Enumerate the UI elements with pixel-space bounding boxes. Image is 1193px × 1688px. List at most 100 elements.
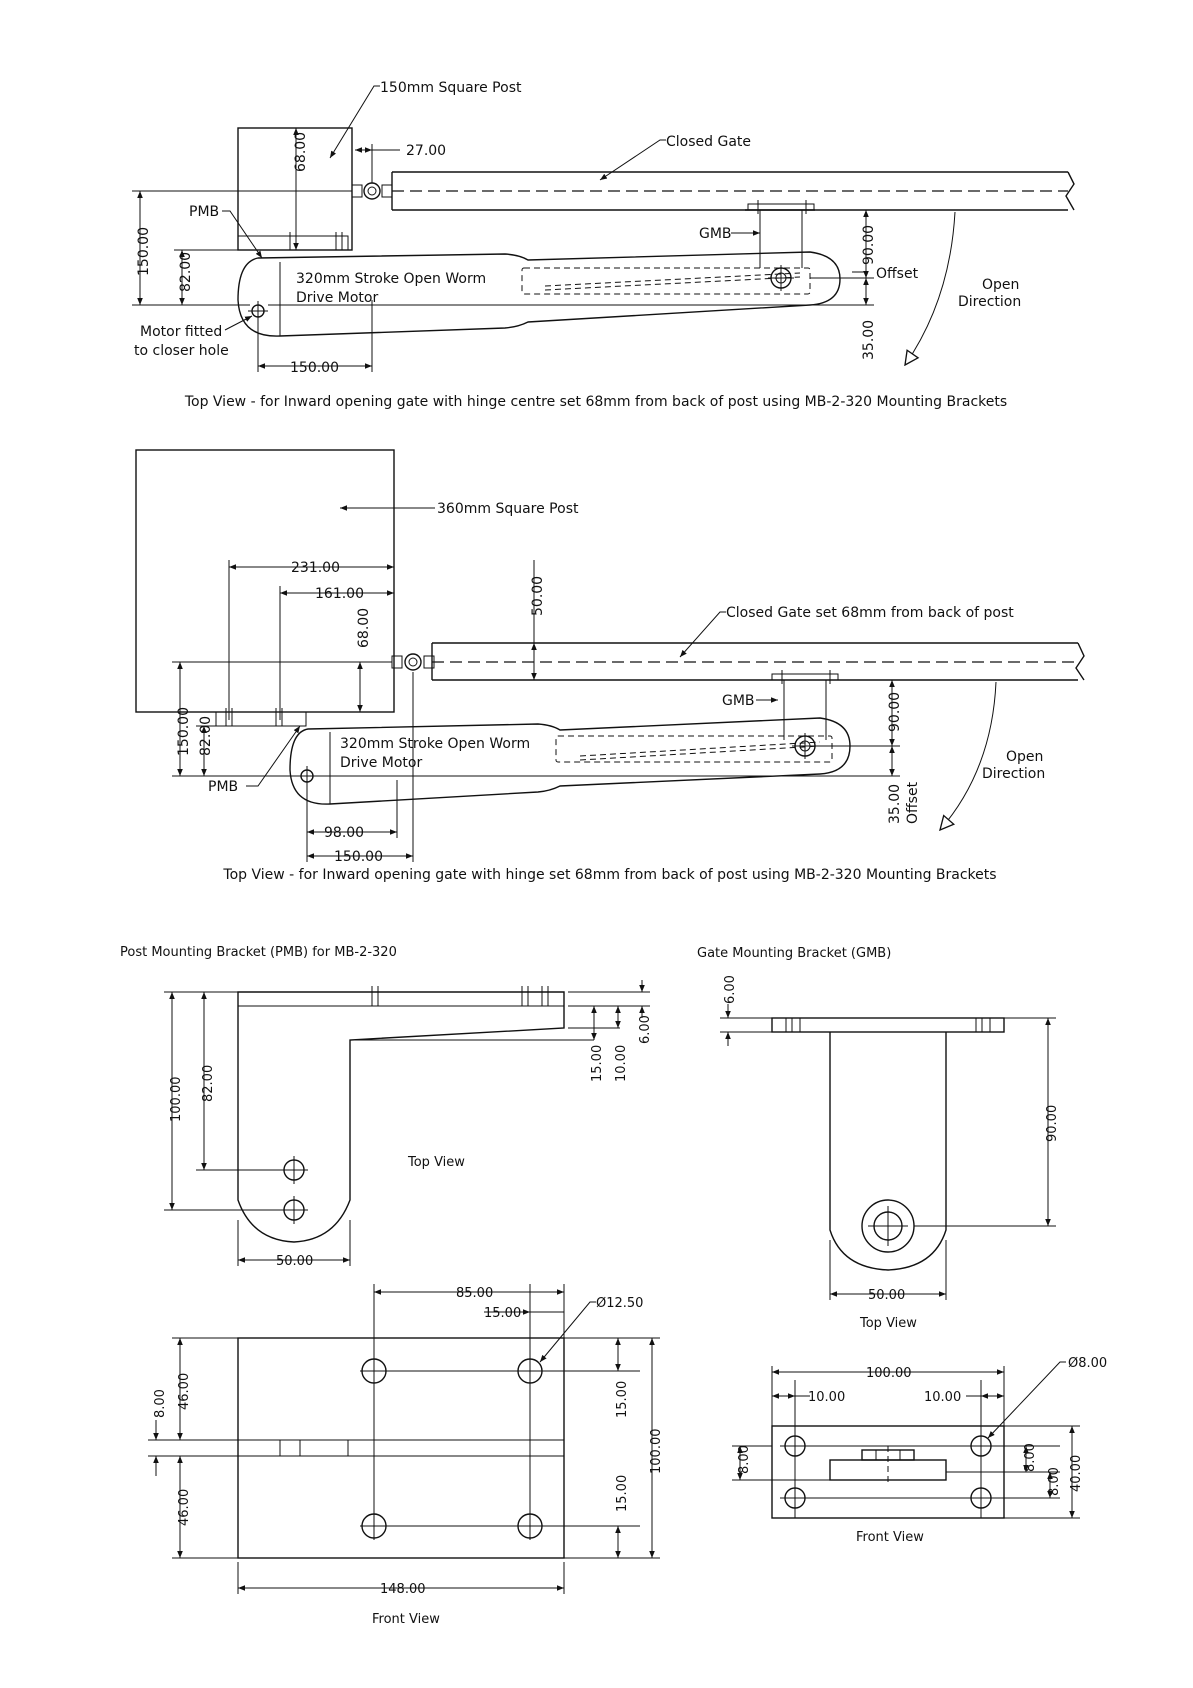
gmb-hole-diameter: Ø8.00 xyxy=(1068,1356,1107,1371)
pmb-top-view-outline xyxy=(237,986,565,1243)
v2-caption: Top View - for Inward opening gate with … xyxy=(222,867,996,883)
v1-post-label: 150mm Square Post xyxy=(380,80,522,96)
v2-gmb-label: GMB xyxy=(722,693,755,709)
v2-dim-150-horizontal: 150.00 xyxy=(334,849,383,865)
gmb-dim-100: 100.00 xyxy=(866,1366,912,1381)
v1-pmb-bracket xyxy=(238,232,349,251)
pmb-title: Post Mounting Bracket (PMB) for MB-2-320 xyxy=(120,945,397,960)
v2-closed-gate xyxy=(431,642,1085,681)
v1-closed-gate xyxy=(391,171,1075,211)
pmb-dim-82: 82.00 xyxy=(201,1065,216,1102)
gmb-dim-90: 90.00 xyxy=(1045,1105,1060,1142)
pmb-front-hole-2-icon xyxy=(516,1357,544,1385)
pmb-dim-10: 10.00 xyxy=(614,1045,629,1082)
v1-motor-label-line1: 320mm Stroke Open Worm xyxy=(296,271,486,287)
gmb-top-hole-icon xyxy=(861,1199,915,1253)
v1-hinge xyxy=(351,182,393,200)
gmb-front-view-label: Front View xyxy=(856,1530,924,1545)
pmb-dim-50: 50.00 xyxy=(276,1254,313,1269)
pmb-dim-6: 6.00 xyxy=(638,1015,653,1044)
gmb-dim-8-right-2: 8.00 xyxy=(1047,1467,1062,1496)
pmb-dim-100-right: 100.00 xyxy=(649,1429,664,1475)
pmb-dim-8: 8.00 xyxy=(153,1389,168,1418)
v1-motor-fitted-line2: to closer hole xyxy=(134,343,229,359)
v1-motor-slot xyxy=(521,267,811,295)
v2-hinge xyxy=(391,653,435,671)
v2-post-outline xyxy=(135,449,395,713)
pmb-front-hole-4-icon xyxy=(516,1512,544,1540)
gmb-front-plate xyxy=(829,1446,947,1486)
pmb-front-view-outline xyxy=(237,1337,565,1559)
pmb-hole-diameter: Ø12.50 xyxy=(596,1296,643,1311)
pmb-top-hole-2-icon xyxy=(280,1196,308,1224)
pmb-top-dimensions xyxy=(164,980,650,1266)
v2-dim-161: 161.00 xyxy=(315,586,364,602)
v2-dim-98: 98.00 xyxy=(324,825,364,841)
v2-dim-90: 90.00 xyxy=(887,692,903,732)
v2-dim-82: 82.00 xyxy=(198,716,214,756)
pmb-dim-46-bottom: 46.00 xyxy=(177,1489,192,1526)
pmb-dim-15-right-2: 15.00 xyxy=(615,1475,630,1512)
v2-dimensions xyxy=(172,560,900,862)
v1-open-label-line2: Direction xyxy=(958,294,1021,310)
view1-top-view: 150mm Square Post 27.00 Closed Gate 68.0… xyxy=(132,80,1075,410)
gmb-title: Gate Mounting Bracket (GMB) xyxy=(697,946,891,961)
pmb-front-dimensions xyxy=(148,1284,660,1594)
pmb-dim-15: 15.00 xyxy=(590,1045,605,1082)
pmb-top-view-label: Top View xyxy=(407,1155,465,1170)
v1-motor-pivot-icon xyxy=(248,301,268,321)
v2-dim-150-vertical: 150.00 xyxy=(176,707,192,756)
view2-top-view: 360mm Square Post 231.00 161.00 68.00 50… xyxy=(135,449,1085,883)
pmb-top-hole-1-icon xyxy=(280,1156,308,1184)
pmb-detail: Post Mounting Bracket (PMB) for MB-2-320 xyxy=(120,945,664,1627)
gmb-dim-10-left: 10.00 xyxy=(808,1390,845,1405)
v2-motor-slot xyxy=(555,735,833,763)
v1-closed-gate-label: Closed Gate xyxy=(666,134,751,150)
gmb-dim-8-right-1: 8.00 xyxy=(1023,1443,1038,1472)
v1-dim-27: 27.00 xyxy=(406,143,446,159)
gmb-front-hole-3-icon xyxy=(783,1486,807,1510)
v1-dim-68: 68.00 xyxy=(293,132,309,172)
pmb-front-mid-band xyxy=(238,1439,564,1457)
pmb-front-view-label: Front View xyxy=(372,1612,440,1627)
gmb-top-dimensions xyxy=(720,1004,1056,1300)
gmb-detail: Gate Mounting Bracket (GMB) xyxy=(697,946,1107,1545)
v2-motor-label-line1: 320mm Stroke Open Worm xyxy=(340,736,530,752)
pmb-dim-46-top: 46.00 xyxy=(177,1373,192,1410)
v1-dim-150-vertical: 150.00 xyxy=(136,227,152,276)
v1-motor-body xyxy=(237,251,841,337)
gmb-front-hole-1-icon xyxy=(783,1434,807,1458)
gmb-front-hole-4-icon xyxy=(969,1486,993,1510)
pmb-dim-15-right-1: 15.00 xyxy=(615,1381,630,1418)
gmb-dim-8-left: 8.00 xyxy=(737,1445,752,1474)
gmb-dim-40: 40.00 xyxy=(1069,1455,1084,1492)
pmb-dim-15-horizontal: 15.00 xyxy=(484,1306,521,1321)
v2-open-direction-arrow xyxy=(940,681,997,830)
v1-offset-label: Offset xyxy=(876,266,919,282)
v2-pmb-label: PMB xyxy=(208,779,238,795)
v1-gmb-bracket xyxy=(745,200,815,291)
v1-pmb-label: PMB xyxy=(189,204,219,220)
v1-motor-label-line2: Drive Motor xyxy=(296,290,378,306)
gmb-front-dimensions xyxy=(732,1361,1080,1519)
v2-closed-gate-label: Closed Gate set 68mm from back of post xyxy=(726,605,1014,621)
gmb-top-view-label: Top View xyxy=(859,1316,917,1331)
gmb-dim-6: 6.00 xyxy=(723,975,738,1004)
v1-dim-35: 35.00 xyxy=(861,320,877,360)
gmb-dim-50: 50.00 xyxy=(868,1288,905,1303)
v2-pmb-bracket xyxy=(215,708,307,727)
gmb-top-view-outline xyxy=(771,1017,1005,1271)
pmb-front-hole-3-icon xyxy=(360,1512,388,1540)
v2-motor-label-line2: Drive Motor xyxy=(340,755,422,771)
v1-dim-82: 82.00 xyxy=(178,252,194,292)
v1-dim-90: 90.00 xyxy=(861,225,877,265)
pmb-front-hole-1-icon xyxy=(360,1357,388,1385)
gmb-dim-10-right: 10.00 xyxy=(924,1390,961,1405)
v2-motor-body xyxy=(289,717,851,805)
v2-post-label: 360mm Square Post xyxy=(437,501,579,517)
v1-caption: Top View - for Inward opening gate with … xyxy=(184,394,1007,410)
v2-offset-label: Offset xyxy=(905,781,921,824)
pmb-dim-100: 100.00 xyxy=(169,1077,184,1123)
v2-motor-pivot-icon xyxy=(297,766,317,786)
